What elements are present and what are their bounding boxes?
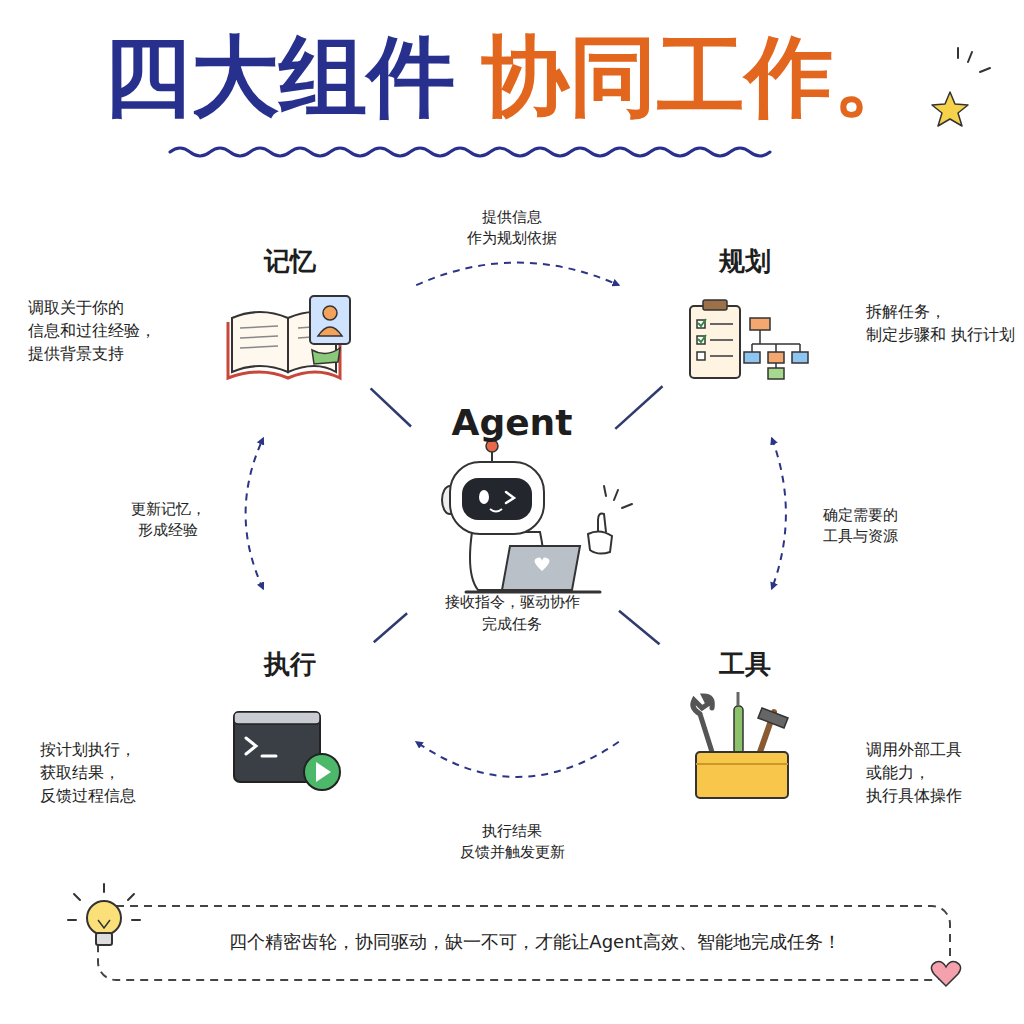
spoke-line (615, 386, 662, 429)
sparkle-lines (958, 48, 990, 72)
node-heading: 执行 (165, 647, 415, 682)
dashed-arrow (416, 263, 619, 286)
gear-outline (620, 590, 870, 840)
edge-label: 提供信息 作为规划依据 (453, 206, 571, 250)
terminal-icon (234, 712, 340, 790)
node-heading: 记忆 (165, 244, 415, 279)
dashed-arrow (772, 438, 786, 589)
gear-teeth (169, 593, 410, 837)
gear-description: 按计划执行， 获取结果， 反馈过程信息 (40, 738, 190, 808)
node-heading: 工具 (620, 647, 870, 682)
edge-label: 执行结果 反馈并触发更新 (453, 820, 571, 864)
spoke-line (619, 611, 660, 645)
dashed-arrow (416, 742, 619, 777)
gear-outline (620, 187, 870, 437)
book-icon (228, 296, 350, 378)
gear-node: 工具调用外部工具 或能力， 执行具体操作 (620, 590, 870, 840)
robot-figure (442, 440, 632, 592)
gear-node: 记忆调取关于你的 信息和过往经验， 提供背景支持 (165, 187, 415, 437)
wavy-underline (170, 148, 770, 156)
node-heading: Agent (372, 402, 652, 443)
caption-frame (98, 906, 950, 980)
plan-icon (690, 300, 808, 379)
spoke-line (374, 613, 407, 642)
title-row: 四大组件协同工作。 (0, 26, 1024, 127)
gear-teeth (624, 190, 865, 434)
heart-doodle (931, 962, 960, 986)
lightbulb-doodle (68, 884, 140, 945)
gear-description: 调用外部工具 或能力， 执行具体操作 (866, 738, 1016, 808)
gear-teeth (624, 593, 865, 837)
title-highlight: 协同工作。 (481, 26, 921, 127)
edge-label: 更新记忆， 形成经验 (109, 498, 227, 542)
toolbox-icon (693, 692, 788, 798)
gear-outline (165, 187, 415, 437)
spoke-line (371, 388, 411, 426)
gear-teeth (169, 190, 410, 434)
gear-node: 规划拆解任务， 制定步骤和 执行计划 (620, 187, 870, 437)
node-heading: 规划 (620, 244, 870, 279)
caption-text: 四个精密齿轮，协同驱动，缺一不可，才能让Agent高效、智能地完成任务！ (130, 930, 940, 954)
gear-description: 拆解任务， 制定步骤和 执行计划 (866, 300, 1016, 346)
gear-description: 调取关于你的 信息和过往经验， 提供背景支持 (28, 296, 178, 366)
edge-label: 确定需要的 工具与资源 (801, 504, 919, 548)
agent-description: 接收指令，驱动协作 完成任务 (422, 592, 602, 636)
dashed-arrow (246, 438, 264, 589)
title-text: 四大组件 (103, 26, 455, 127)
star-doodle (932, 92, 968, 126)
